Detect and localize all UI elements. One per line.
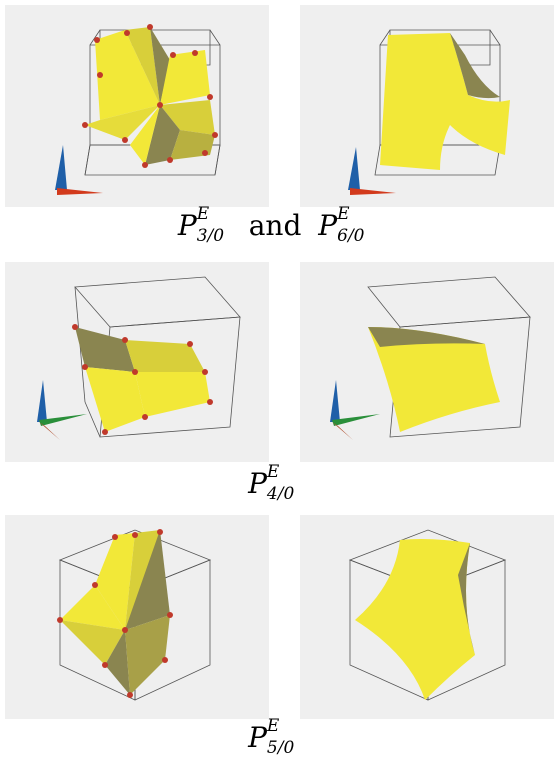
surface-shadow [368,327,485,347]
p3-mesh-figure [55,24,221,195]
p6-surface-figure [348,29,510,195]
axis-triad-icon [348,147,396,195]
axis-triad-icon [330,380,380,440]
smooth-surface [380,33,510,170]
vertex-points [72,324,213,435]
p4-surface-figure [330,276,531,440]
vertex-points [82,24,218,168]
surface-mesh [60,530,170,695]
caption-conjunction: and [248,209,302,242]
bounding-cube [84,29,221,176]
p5-mesh-figure [57,529,212,701]
surface-mesh [75,327,210,432]
surface-shadow [450,33,500,99]
p5-surface-figure [348,529,507,701]
panel-p4-mesh [5,262,269,462]
smooth-surface [355,539,475,700]
smooth-surface [368,327,500,432]
p4-mesh-figure [37,276,241,440]
panel-p6-surface [300,5,554,207]
panel-p5-mesh [5,515,269,719]
surface-shadow [458,543,475,655]
vertex-points [57,529,173,698]
axis-triad-icon [55,145,103,195]
axis-triad-icon [37,380,87,440]
panel-p4-surface [300,262,554,462]
panel-p3-mesh [5,5,269,207]
surface-mesh [85,27,215,165]
panel-p5-surface [300,515,554,719]
